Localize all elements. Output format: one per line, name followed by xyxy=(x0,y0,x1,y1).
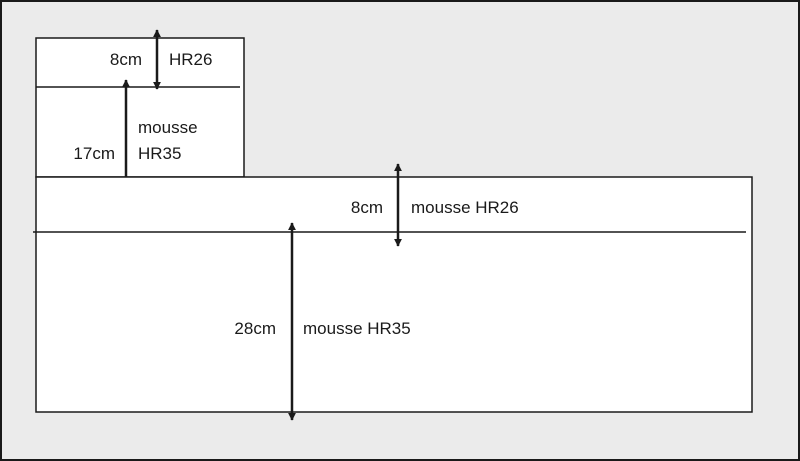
seat-outline xyxy=(35,176,753,413)
seat-bottom-foam-label: mousse HR35 xyxy=(303,319,411,338)
seat-top-foam-label: mousse HR26 xyxy=(411,198,519,217)
backrest-bottom-foam-label-line2: HR35 xyxy=(138,144,181,163)
seat-block: 8cm mousse HR26 28cm mousse HR35 xyxy=(33,163,753,421)
backrest-top-foam-label: HR26 xyxy=(169,50,212,69)
seat-bottom-thickness-label: 28cm xyxy=(234,319,276,338)
backrest-outline xyxy=(35,37,245,178)
seat-top-thickness-label: 8cm xyxy=(351,198,383,217)
backrest-bottom-foam-label-line1: mousse xyxy=(138,118,198,137)
backrest-block: 8cm HR26 17cm mousse HR35 xyxy=(35,29,245,193)
backrest-bottom-thickness-label: 17cm xyxy=(73,144,115,163)
backrest-top-thickness-label: 8cm xyxy=(110,50,142,69)
